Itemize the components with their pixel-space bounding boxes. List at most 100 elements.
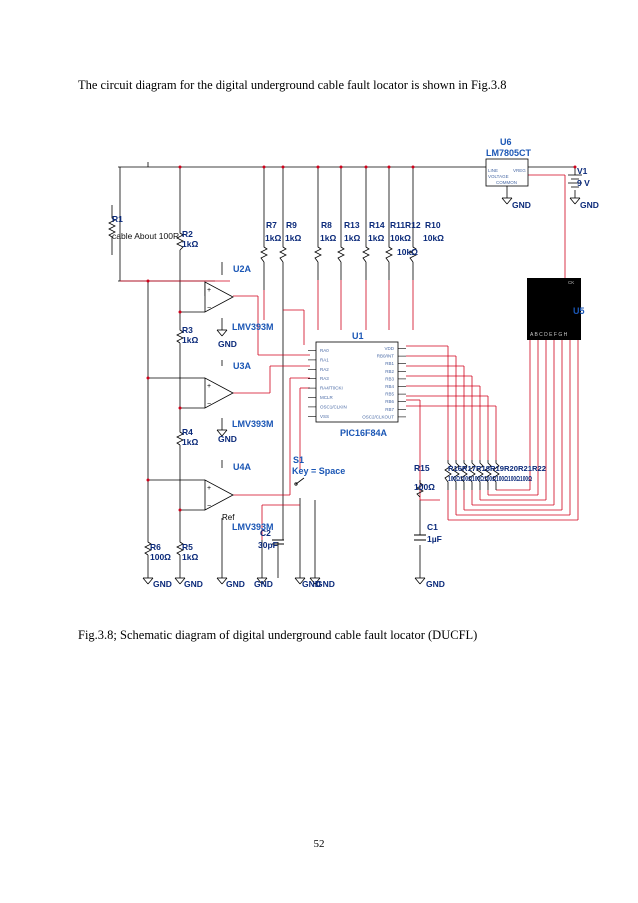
u3a-ref: U3A <box>233 361 252 371</box>
r7-value: 1kΩ <box>265 233 281 243</box>
r6-value: 100Ω <box>150 552 171 562</box>
u5-ref: U5 <box>573 306 585 316</box>
r15-value: 100Ω <box>414 482 435 492</box>
r11-ref: R11 <box>390 220 405 230</box>
svg-text:+: + <box>207 383 211 390</box>
r3-value: 1kΩ <box>182 335 198 345</box>
ref-label: Ref <box>222 513 235 522</box>
u1-ref: U1 <box>352 331 364 341</box>
mcu-pin-label: VDD <box>384 346 394 351</box>
r9-value: 1kΩ <box>285 233 301 243</box>
mcu-pin-label: RB6 <box>385 399 394 404</box>
r4-value: 1kΩ <box>182 437 198 447</box>
mcu-pin-label: OSC1/CLKIN <box>320 404 347 409</box>
gnd-label: GND <box>580 200 599 210</box>
r14-ref: R14 <box>369 220 385 230</box>
regulator-pin-vreg: VREG <box>513 168 526 173</box>
display-segment-pins: A B C D E F G H <box>530 332 568 338</box>
r8-ref: R8 <box>321 220 332 230</box>
r3-ref: R3 <box>182 325 193 335</box>
mcu-pin-label: RA1 <box>320 357 329 362</box>
r13-ref: R13 <box>344 220 360 230</box>
r1-ref: R1 <box>112 214 123 224</box>
gnd-label: GND <box>254 579 273 589</box>
mcu-pin-label: RA0 <box>320 348 329 353</box>
figure-caption: Fig.3.8; Schematic diagram of digital un… <box>78 628 478 642</box>
mcu-pin-label: RB1 <box>385 361 394 366</box>
mcu-pin-label: RA4/T0CKI <box>320 386 343 391</box>
comparator-polarity: + − + − + − <box>207 287 211 510</box>
black-wiring <box>118 162 576 578</box>
switch-symbol <box>294 477 305 486</box>
gnd-label: GND <box>316 579 335 589</box>
r1-value: cable About 100R <box>112 231 179 241</box>
mcu-pin-label: RA3 <box>320 376 329 381</box>
r13-value: 1kΩ <box>344 233 360 243</box>
v1-value: 9 V <box>577 178 590 188</box>
r15-ref: R15 <box>414 463 430 473</box>
r14-value: 1kΩ <box>368 233 384 243</box>
mcu-box <box>315 341 399 423</box>
u4a-ref: U4A <box>233 462 252 472</box>
mcu-pin-label: RB2 <box>385 369 394 374</box>
gnd-label: GND <box>218 434 237 444</box>
u4a-part: LMV393M <box>232 522 274 532</box>
r9-ref: R9 <box>286 220 297 230</box>
u2a-ref: U2A <box>233 264 252 274</box>
r5-ref: R5 <box>182 542 193 552</box>
u1-part: PIC16F84A <box>340 428 388 438</box>
regulator-pin-voltage: VOLTAGE <box>488 174 509 179</box>
u2a-part: LMV393M <box>232 322 274 332</box>
r11-value: 10kΩ <box>390 233 411 243</box>
mcu-pin-label: RB3 <box>385 376 394 381</box>
c2-ref: C2 <box>260 528 271 538</box>
svg-text:−: − <box>207 401 211 408</box>
mcu-pin-label: RB5 <box>385 392 394 397</box>
mcu-pin-label: RB4 <box>385 384 394 389</box>
red-wiring <box>120 174 579 540</box>
gnd-label: GND <box>153 579 172 589</box>
regulator-pin-common: COMMON <box>496 180 517 185</box>
r10-value: 10kΩ <box>423 233 444 243</box>
mcu-pin-label: VSS <box>320 414 329 419</box>
mcu-pin-label: RB7 <box>385 407 394 412</box>
mcu-pin-label: RA2 <box>320 367 329 372</box>
gnd-label: GND <box>184 579 203 589</box>
mcu-right-pins: VDDRB0/INTRB1RB2RB3RB4RB5RB6RB7OSC2/CLKO… <box>362 346 406 419</box>
s1-label: Key = Space <box>292 466 345 476</box>
u6-part: LM7805CT <box>486 148 532 158</box>
c2-value: 30pF <box>258 540 278 550</box>
capacitor-symbols <box>272 534 426 545</box>
r12-value: 10kΩ <box>397 247 418 257</box>
r2-ref: R2 <box>182 229 193 239</box>
gnd-label: GND <box>218 339 237 349</box>
comparator-symbols <box>204 281 234 511</box>
r6-ref: R6 <box>150 542 161 552</box>
mcu-pin-label: RB0/INT <box>377 354 395 359</box>
svg-text:−: − <box>207 305 211 312</box>
gnd-label: GND <box>226 579 245 589</box>
svg-text:+: + <box>207 485 211 492</box>
c1-value: 1µF <box>427 534 442 544</box>
display-top-pin: CK <box>568 280 574 285</box>
gnd-label: GND <box>426 579 445 589</box>
gnd-label: GND <box>302 579 321 589</box>
regulator-pin-line: LINE <box>488 168 498 173</box>
r8-value: 1kΩ <box>320 233 336 243</box>
mcu-pin-label: MCLR <box>320 395 334 400</box>
svg-text:+: + <box>207 287 211 294</box>
r12-ref: R12 <box>405 220 421 230</box>
svg-text:−: − <box>207 503 211 510</box>
segment-resistor-refs: R16R17R18R19R20R21R22 <box>448 464 546 473</box>
c1-ref: C1 <box>427 522 438 532</box>
r2-value: 1kΩ <box>182 239 198 249</box>
r5-value: 1kΩ <box>182 552 198 562</box>
junction-dots <box>146 165 577 512</box>
regulator-box <box>485 158 529 187</box>
v1-ref: V1 <box>577 166 588 176</box>
gnd-label: GND <box>512 200 531 210</box>
u6-ref: U6 <box>500 137 512 147</box>
intro-paragraph: The circuit diagram for the digital unde… <box>78 78 507 92</box>
